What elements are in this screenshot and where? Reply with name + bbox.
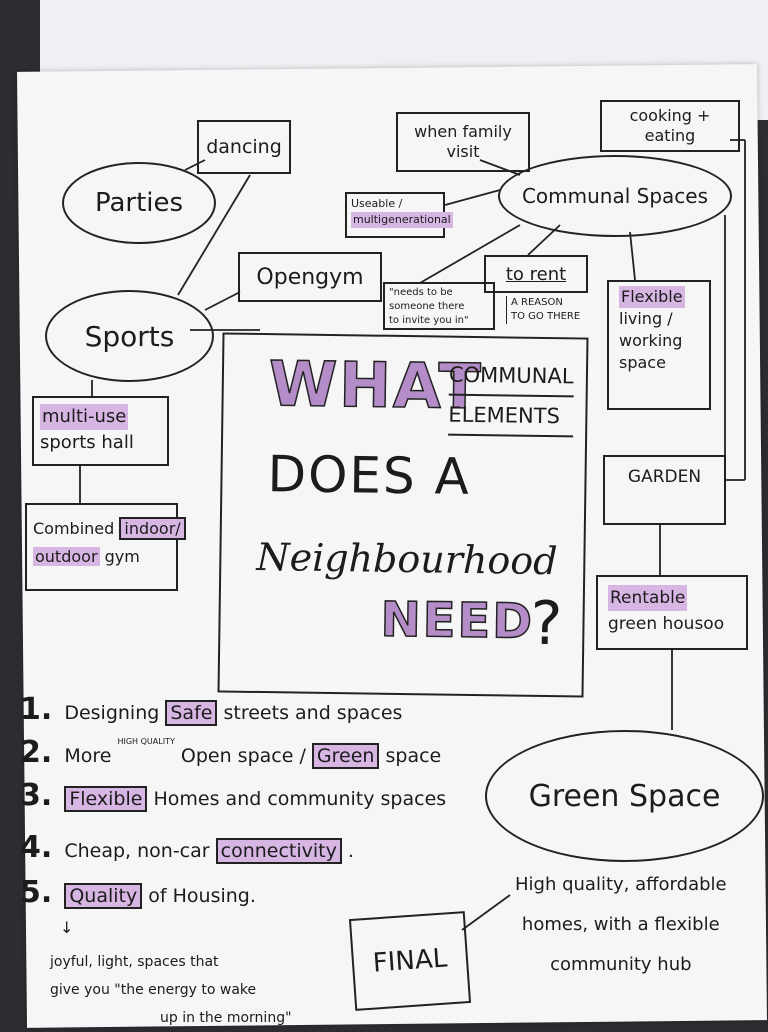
- space-line: space: [619, 353, 666, 372]
- list-item-5: 5. Quality of Housing.: [20, 875, 256, 910]
- node-parties: Parties: [62, 162, 216, 244]
- final-text-line-1: High quality, affordable: [515, 874, 727, 895]
- working-line: working: [619, 331, 683, 350]
- node-combined-gym: Combined indoor/ outdoor gym: [25, 503, 186, 591]
- list-text-2-pre: More: [64, 745, 112, 767]
- node-to-rent: to rent: [484, 255, 588, 293]
- final-text-line-3: community hub: [550, 954, 692, 975]
- node-useable-multigenerational: Useable / multigenerational: [345, 192, 453, 238]
- a-reason-line-1: A REASON: [511, 297, 563, 308]
- living-line: living /: [619, 309, 673, 328]
- node-green-space-label: Green Space: [528, 778, 721, 814]
- list-item-3: 3. Flexible Homes and community spaces: [20, 778, 446, 813]
- list-highlight-1: Safe: [165, 700, 218, 726]
- list-highlight-2: Green: [311, 743, 380, 769]
- node-open-gym-label: Opengym: [256, 264, 364, 290]
- node-communal-spaces-label: Communal Spaces: [521, 184, 709, 208]
- node-final: FINAL: [348, 911, 472, 1011]
- list-text-4-pre: Cheap, non-car: [64, 840, 210, 862]
- node-cooking-eating: cooking + eating: [600, 100, 740, 152]
- multigenerational-line: multigenerational: [351, 212, 453, 228]
- list-text-4-post: .: [347, 840, 354, 862]
- list-text-1-post: streets and spaces: [223, 702, 403, 724]
- list-num-2: 2.: [20, 735, 53, 770]
- list-highlight-4: connectivity: [215, 838, 342, 864]
- node-parties-label: Parties: [94, 188, 184, 218]
- node-dancing: dancing: [197, 120, 291, 174]
- communal-elements: COMMUNAL ELEMENTS: [448, 355, 574, 438]
- node-sports-label: Sports: [84, 319, 175, 353]
- combined-word: Combined: [33, 519, 115, 538]
- flexible-line: Flexible: [619, 286, 685, 308]
- node-a-reason: A REASON TO GO THERE: [506, 296, 580, 324]
- word-communal: COMMUNAL: [448, 355, 574, 398]
- node-to-rent-label: to rent: [505, 263, 567, 285]
- node-communal-spaces: Communal Spaces: [498, 155, 732, 237]
- list-item-4: 4. Cheap, non-car connectivity .: [20, 830, 354, 865]
- list-item-1: 1. Designing Safe streets and spaces: [20, 692, 402, 727]
- indoor-word: indoor/: [119, 517, 186, 540]
- list-text-5-post: of Housing.: [148, 885, 256, 907]
- final-text-line-2: homes, with a flexible: [521, 914, 720, 935]
- node-needs-someone: "needs to be someone there to invite you…: [383, 282, 495, 330]
- list-num-3: 3.: [20, 778, 53, 813]
- list-note-2: HIGH QUALITY: [117, 737, 175, 746]
- list-highlight-5: Quality: [64, 883, 143, 909]
- list-num-4: 4.: [20, 830, 53, 865]
- list-text-3-post: Homes and community spaces: [153, 788, 447, 810]
- green-house-line: green housoo: [608, 614, 725, 634]
- word-need: NEED: [379, 591, 535, 651]
- list-num-1: 1.: [20, 692, 53, 727]
- word-elements: ELEMENTS: [448, 395, 574, 438]
- node-sports: Sports: [45, 290, 214, 382]
- outdoor-word: outdoor: [33, 547, 100, 566]
- footnote-line-1: joyful, light, spaces that: [50, 954, 219, 970]
- a-reason-line-2: TO GO THERE: [511, 311, 581, 322]
- gym-word: gym: [104, 547, 140, 566]
- list-text-1-pre: Designing: [64, 702, 160, 724]
- footnote-line-3: up in the morning": [160, 1010, 292, 1026]
- node-when-family-visit-label: when family visit: [414, 122, 512, 161]
- word-neighbourhood: Neighbourhood: [256, 534, 558, 584]
- node-dancing-label: dancing: [206, 136, 282, 158]
- node-garden: GARDEN: [603, 455, 726, 525]
- node-cooking-eating-label: cooking + eating: [629, 106, 711, 145]
- central-question-box: WHAT COMMUNAL ELEMENTS DOES A Neighbourh…: [217, 332, 589, 698]
- node-garden-label: GARDEN: [627, 467, 702, 487]
- needs-line-1: "needs to be: [389, 287, 453, 298]
- list-item-2: 2. More HIGH QUALITY Open space / Green …: [20, 735, 441, 770]
- useable-line: Useable /: [351, 197, 403, 210]
- list-highlight-3: Flexible: [64, 786, 148, 812]
- node-when-family-visit: when family visit: [396, 112, 530, 172]
- sports-hall-line: sports hall: [40, 432, 134, 453]
- question-mark: ?: [530, 588, 563, 660]
- rentable-line: Rentable: [608, 585, 688, 611]
- footnote: joyful, light, spaces that give you "the…: [50, 948, 292, 1032]
- footnote-arrow: ↓: [60, 918, 74, 937]
- node-final-label: FINAL: [371, 943, 449, 979]
- node-flexible-living: Flexible living / working space: [607, 280, 711, 410]
- multi-use-line: multi-use: [40, 404, 129, 430]
- list-num-5: 5.: [20, 875, 53, 910]
- needs-line-2: someone there: [389, 301, 465, 312]
- node-green-space: Green Space: [485, 730, 764, 862]
- node-multi-use-sports-hall: multi-use sports hall: [32, 396, 169, 466]
- node-open-gym: Opengym: [238, 252, 382, 302]
- list-text-2-post: space: [385, 745, 442, 767]
- needs-line-3: to invite you in": [389, 315, 469, 326]
- final-text: High quality, affordable homes, with a f…: [515, 865, 727, 985]
- list-text-2-mid: Open space /: [180, 745, 306, 767]
- footnote-line-2: give you "the energy to wake: [50, 982, 257, 998]
- words-does-a: DOES A: [267, 445, 472, 506]
- node-rentable-green-house: Rentable green housoo: [596, 575, 748, 650]
